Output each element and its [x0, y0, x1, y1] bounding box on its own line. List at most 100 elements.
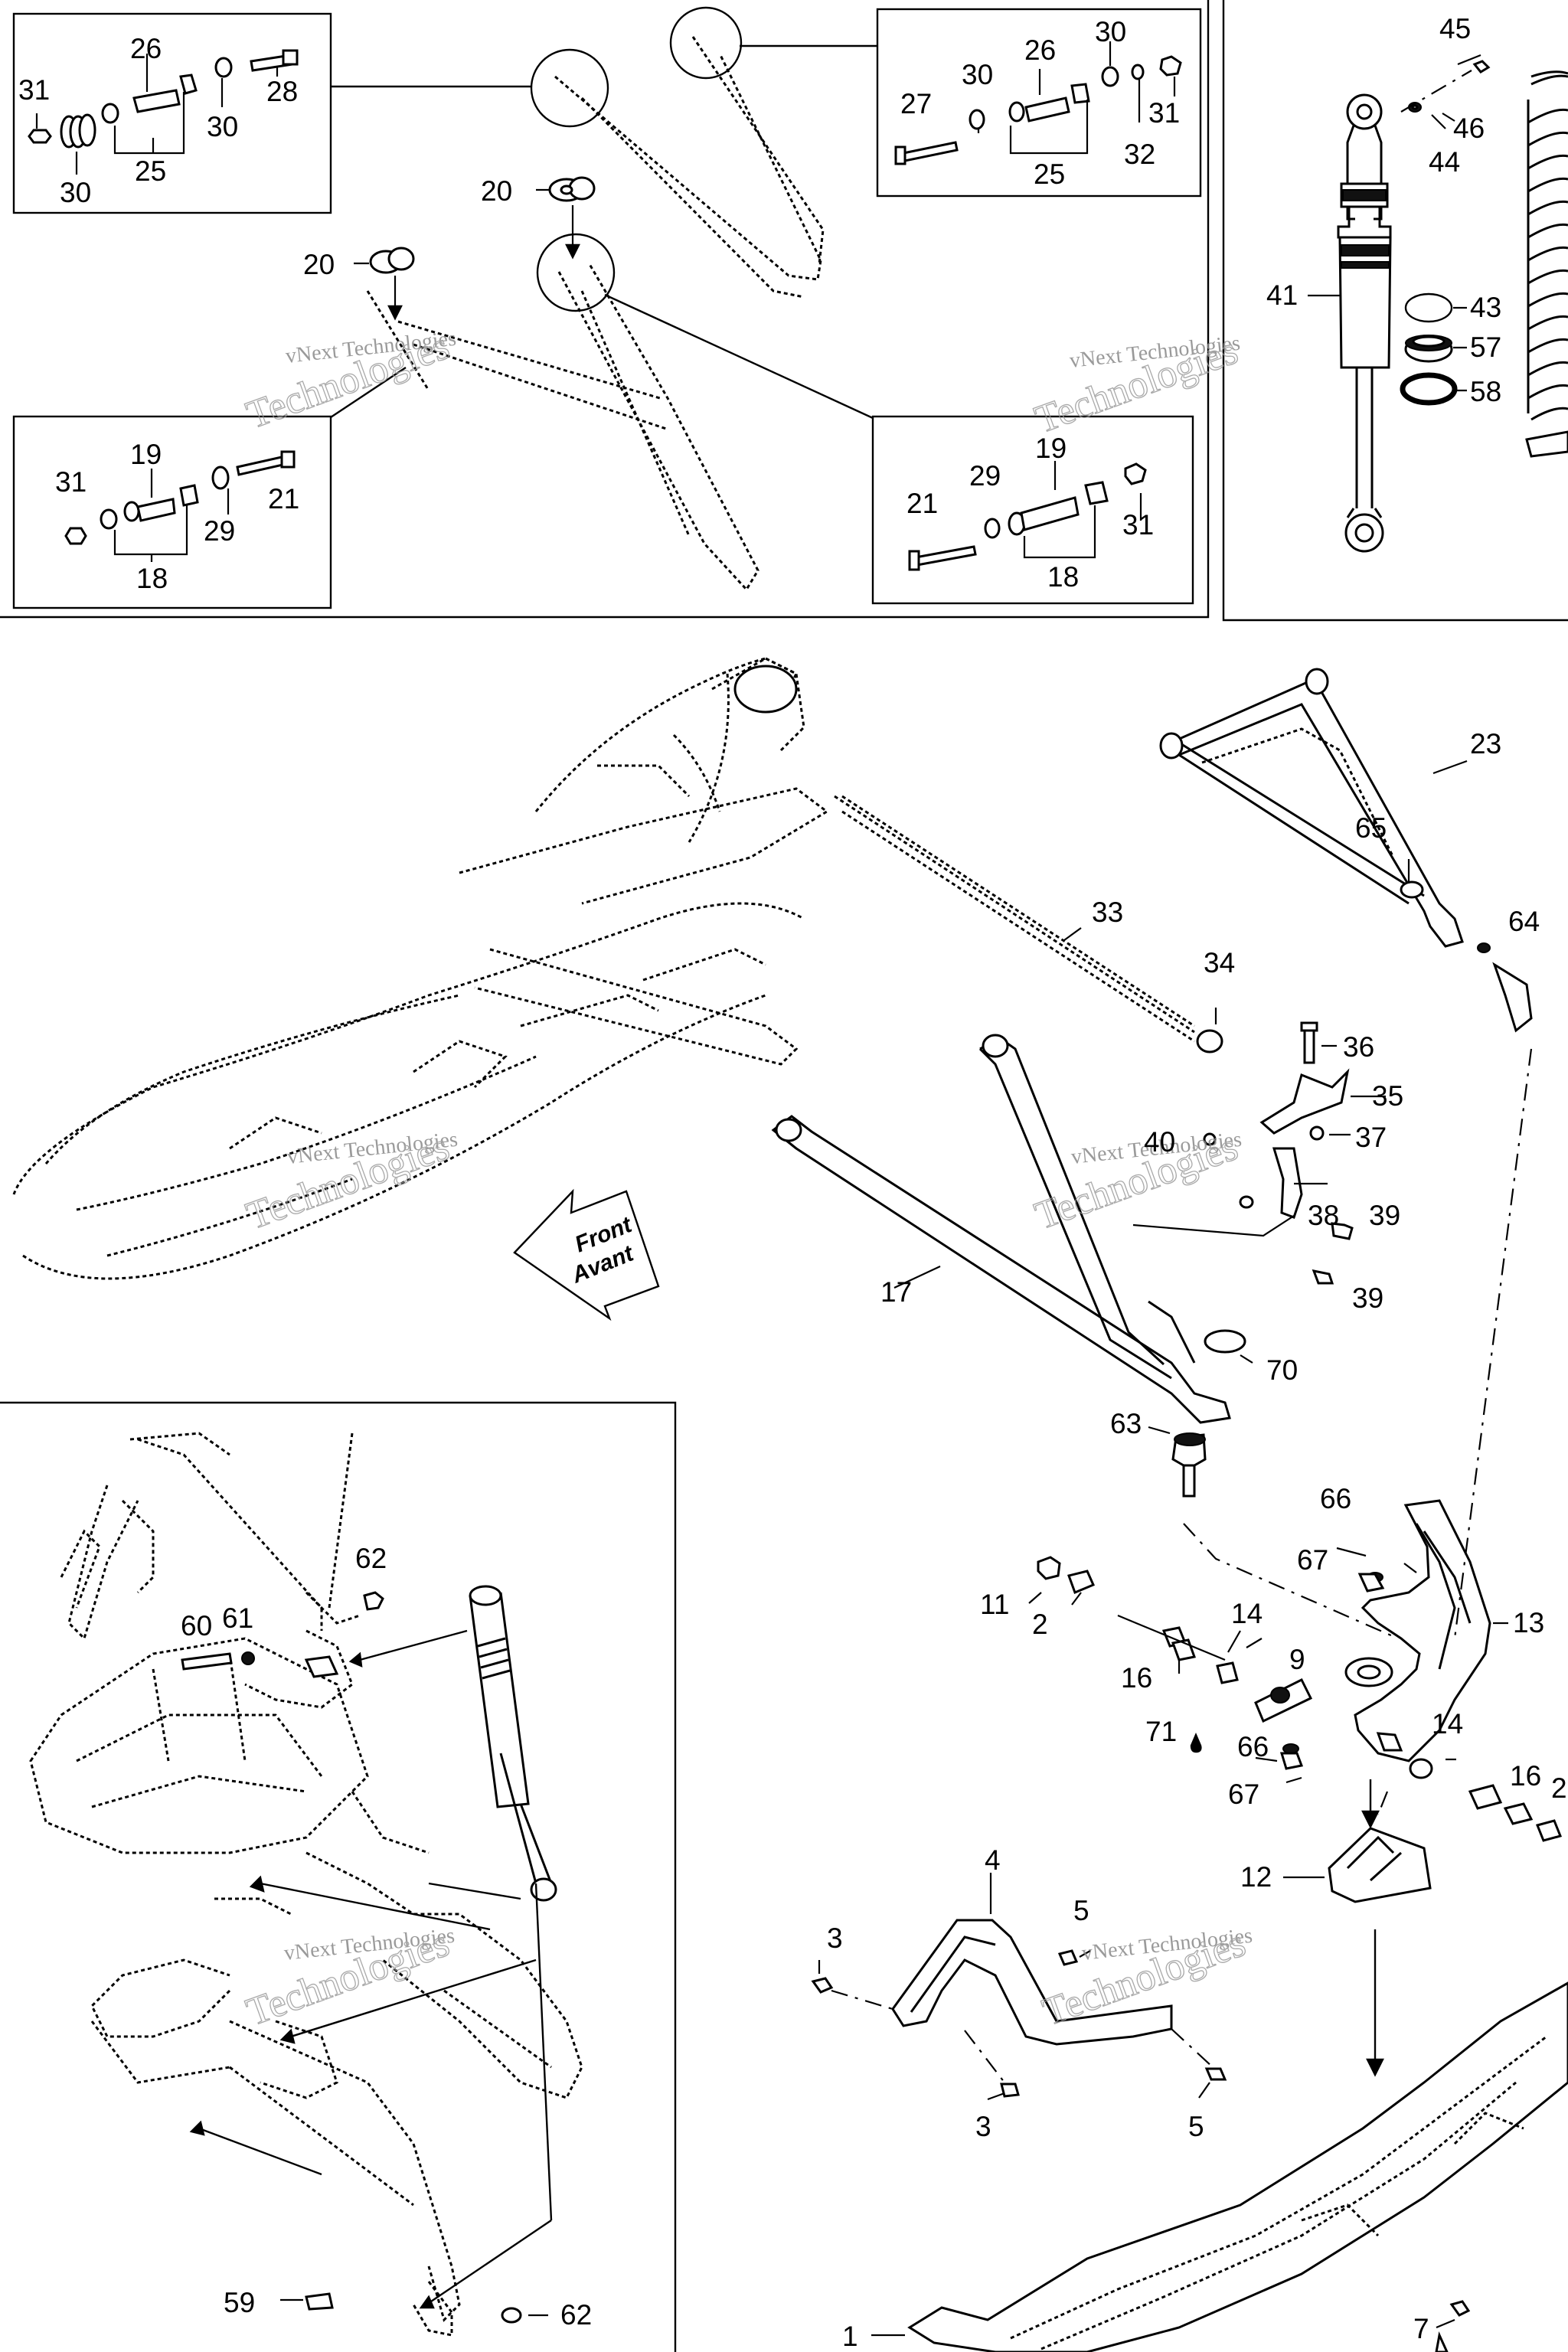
bottom-left-panel-frame: [0, 1401, 677, 2352]
callout-label: 1: [842, 2321, 858, 2352]
detail-box-lower-left: [12, 415, 332, 609]
washer-20-top: [536, 176, 596, 260]
callout-label: 2: [1551, 1772, 1567, 1804]
callout-label: 37: [1355, 1122, 1387, 1153]
callout-label: 31: [1148, 97, 1180, 129]
callout-label: 18: [1047, 561, 1079, 593]
callout-label: 28: [266, 76, 298, 107]
callout-label: 38: [1308, 1200, 1339, 1231]
watermark-group: vNext Technologies Technologies vNext Te…: [240, 323, 1253, 2034]
ball-joint-63: [1148, 1426, 1399, 1640]
callout-label: 67: [1297, 1544, 1328, 1576]
callout-label: 21: [268, 483, 299, 514]
callout-label: 29: [204, 515, 235, 547]
tie-rod-33: [834, 795, 1223, 1054]
callout-label: 57: [1470, 332, 1501, 363]
callout-label: 36: [1343, 1031, 1374, 1063]
callout-label: 70: [1266, 1354, 1298, 1386]
callout-label: 58: [1470, 376, 1501, 407]
callout-label: 39: [1352, 1282, 1383, 1314]
callout-label: 4: [985, 1844, 1001, 1876]
upper-a-arm-drawing: [330, 6, 877, 592]
callout-label: 26: [1024, 34, 1056, 66]
bushing-kit-upper-right: [894, 41, 1182, 165]
detail-box-lower-right: [871, 415, 1194, 605]
callout-label: 21: [906, 488, 938, 519]
callout-label: 63: [1110, 1408, 1142, 1439]
callout-label: 12: [1240, 1861, 1272, 1893]
callout-label: 2: [1032, 1609, 1048, 1640]
callout-label: 20: [481, 175, 512, 207]
callout-label: 33: [1092, 897, 1123, 928]
callout-label: 13: [1513, 1607, 1544, 1638]
callout-label: 31: [1122, 509, 1154, 541]
callout-label: 9: [1289, 1644, 1305, 1675]
callout-label: 30: [1095, 16, 1126, 47]
callout-label: 60: [181, 1610, 212, 1642]
callout-label: 39: [1369, 1200, 1400, 1231]
callout-label: 30: [60, 177, 91, 208]
callout-label: 7: [1413, 2313, 1429, 2344]
callout-label: 45: [1439, 13, 1471, 44]
callout-label: 3: [975, 2111, 991, 2142]
callout-label: 25: [135, 155, 166, 187]
ski-handle-4: [811, 1873, 1227, 2101]
callout-label: 26: [130, 33, 162, 64]
bushing-kit-upper-left: [28, 49, 299, 175]
callout-label: 40: [1144, 1126, 1175, 1158]
callout-label: 27: [900, 88, 932, 119]
callout-label: 67: [1228, 1779, 1259, 1810]
shock-small-parts: [1400, 54, 1491, 406]
callout-label: 19: [1035, 433, 1067, 464]
callout-label: 30: [207, 111, 238, 142]
detail-box-upper-right: [876, 8, 1202, 198]
spindle-fasteners: [1028, 1547, 1563, 1842]
upper-a-arm-23: [1159, 668, 1533, 1033]
bushing-kit-lower-left: [64, 450, 296, 562]
shock-absorber-41: [1308, 93, 1392, 553]
callout-label: 11: [980, 1589, 1009, 1620]
callout-label: 17: [880, 1276, 912, 1308]
callout-label: 65: [1355, 812, 1387, 844]
callout-label: 35: [1372, 1080, 1403, 1112]
callout-label: 66: [1237, 1731, 1269, 1762]
callout-label: 34: [1204, 947, 1235, 978]
ski-1: [871, 1981, 1568, 2352]
rear-shock-bottom-left: [181, 1585, 557, 2324]
callout-label: 19: [130, 439, 162, 470]
top-right-panel-frame: [1222, 0, 1568, 622]
callout-label: 16: [1510, 1760, 1541, 1792]
callout-label: 14: [1231, 1598, 1263, 1629]
callout-label: 61: [222, 1602, 253, 1634]
callout-label: 64: [1508, 906, 1540, 937]
callout-label: 20: [303, 249, 335, 280]
bushing-kit-lower-right: [908, 461, 1147, 571]
top-left-panel-frame: [0, 0, 1210, 619]
front-direction-arrow: Front Avant: [513, 1188, 660, 1321]
callout-label: 46: [1453, 113, 1485, 144]
callout-label: 23: [1470, 728, 1501, 760]
callout-label: 44: [1429, 146, 1460, 178]
callout-label: 31: [18, 74, 50, 106]
callout-label: 3: [827, 1922, 843, 1954]
callout-label: 29: [969, 460, 1001, 492]
spindle-13: [1344, 1048, 1533, 1815]
coil-spring: [1525, 70, 1568, 458]
callout-label: 32: [1124, 139, 1155, 170]
callout-label: 14: [1432, 1708, 1463, 1740]
front-suspension-assembly: [12, 657, 1195, 1280]
callout-label: 66: [1320, 1483, 1351, 1514]
steering-bracket-35: [1132, 1021, 1386, 1285]
callout-label: 5: [1188, 2111, 1204, 2142]
callout-label: 59: [224, 2287, 255, 2318]
callout-label: 5: [1073, 1895, 1089, 1926]
chassis-frame-drawing: [29, 1432, 583, 2337]
callout-label: 41: [1266, 279, 1298, 311]
callout-label: 62: [560, 2299, 592, 2331]
skid-plate-12: [1283, 1779, 1432, 2077]
callout-label: 62: [355, 1543, 387, 1574]
callout-label: 43: [1470, 292, 1501, 323]
callout-label: 18: [136, 563, 168, 594]
